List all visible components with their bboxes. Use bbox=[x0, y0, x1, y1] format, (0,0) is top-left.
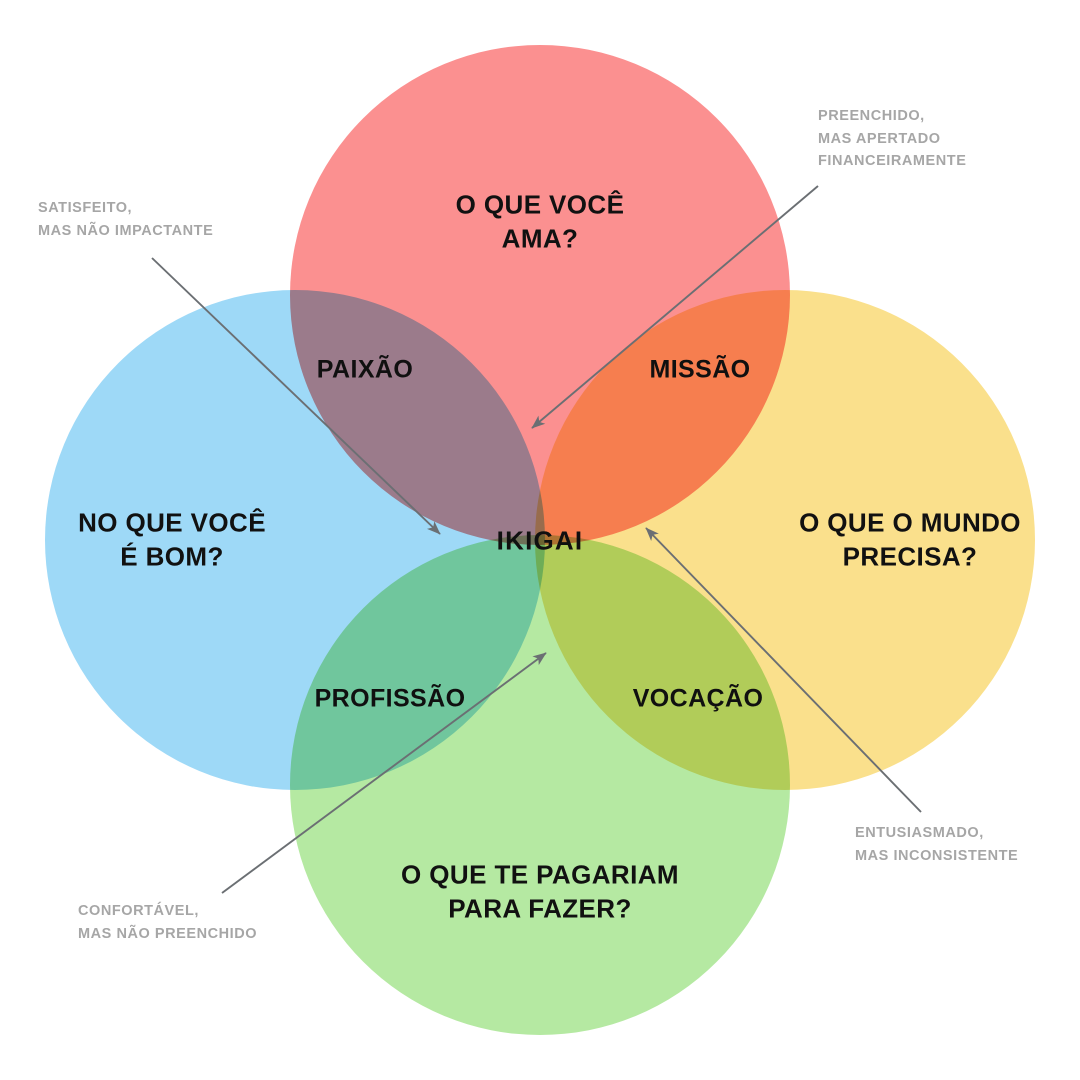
annotation-arrows bbox=[151, 185, 922, 894]
venn-circle-set bbox=[45, 45, 1035, 1035]
arrow-comfortable bbox=[221, 652, 547, 894]
arrow-excited bbox=[645, 527, 922, 813]
circle-paid-for[interactable] bbox=[290, 535, 790, 1035]
arrow-fulfilled bbox=[531, 185, 819, 429]
arrow-satisfied bbox=[151, 257, 441, 535]
